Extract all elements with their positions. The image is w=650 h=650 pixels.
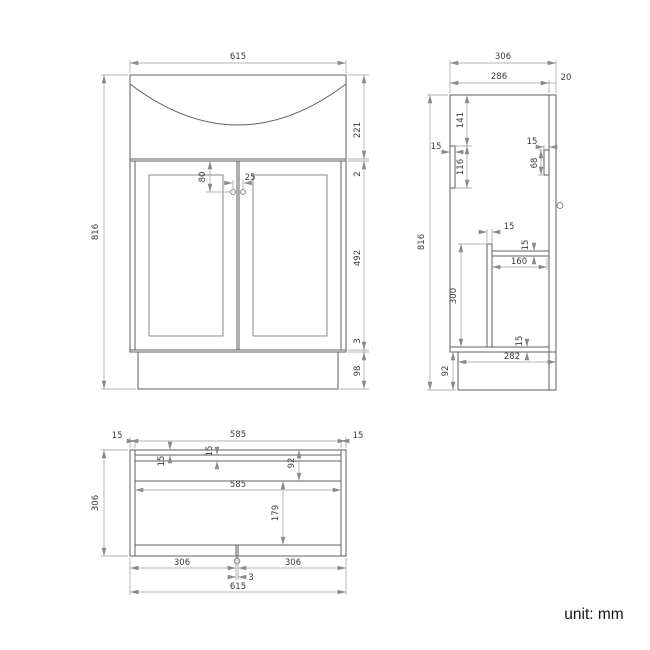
dim-plan-door-gap: 3 bbox=[248, 573, 253, 583]
plan-knob bbox=[233, 557, 241, 565]
dim-side-overall-height: 816 bbox=[417, 234, 427, 250]
dim-side-shelf-depth: 160 bbox=[511, 257, 527, 267]
side-dimension-lines bbox=[427, 60, 558, 391]
dim-side-rail-width: 15 bbox=[431, 142, 442, 152]
right-door-panel bbox=[252, 174, 328, 337]
front-view: 615 816 221 2 492 3 98 80 25 bbox=[91, 52, 369, 390]
dim-side-shelf-thickness: 15 bbox=[521, 240, 531, 251]
unit-label: unit: mm bbox=[564, 606, 623, 623]
dim-front-basin-height: 221 bbox=[353, 122, 363, 138]
front-dimension-lines bbox=[101, 60, 369, 390]
dim-front-handle-spacing: 25 bbox=[245, 173, 256, 183]
side-view: 306 286 20 816 141 15 116 15 68 15 15 16… bbox=[417, 52, 571, 391]
dim-plan-right-side-thickness: 15 bbox=[353, 431, 364, 441]
dim-plan-left-door-width: 306 bbox=[174, 558, 190, 568]
dim-front-handle-offset: 80 bbox=[198, 172, 208, 183]
dim-front-door-height: 492 bbox=[353, 250, 363, 266]
plan-door-gap-lines bbox=[235, 544, 239, 557]
dim-side-panel-thickness: 15 bbox=[504, 222, 515, 232]
dim-plan-rail-thickness: 15 bbox=[205, 446, 215, 457]
side-mid-panel bbox=[486, 243, 493, 348]
left-door-panel bbox=[148, 174, 224, 337]
front-outline bbox=[129, 74, 347, 390]
dim-plan-back-thickness: 15 bbox=[157, 456, 167, 467]
dim-side-panel-height: 300 bbox=[449, 288, 459, 304]
dim-plan-top-inner-width: 585 bbox=[230, 430, 246, 440]
dim-plan-right-door-width: 306 bbox=[285, 558, 301, 568]
dim-front-overall-height: 816 bbox=[91, 224, 101, 240]
side-shelf bbox=[491, 250, 550, 257]
dim-plan-inner-width: 585 bbox=[230, 480, 246, 490]
dim-side-base-depth: 282 bbox=[504, 352, 520, 362]
dim-side-bracket-width: 15 bbox=[527, 137, 538, 147]
dim-side-bottom-thickness: 15 bbox=[515, 336, 525, 347]
dim-plan-counter-depth: 92 bbox=[287, 458, 297, 469]
dim-front-overall-width: 615 bbox=[230, 52, 246, 62]
dim-side-overall-depth: 306 bbox=[495, 52, 511, 62]
plan-dimension-lines bbox=[101, 437, 350, 595]
dim-side-plinth-height: 92 bbox=[441, 366, 451, 377]
dim-side-rail-height: 116 bbox=[456, 159, 466, 175]
dim-plan-overall-depth: 306 bbox=[91, 495, 101, 511]
dim-side-back-offset: 20 bbox=[561, 73, 572, 83]
dim-plan-shelf-depth: 179 bbox=[271, 505, 281, 521]
dim-side-bracket-height: 68 bbox=[530, 158, 540, 169]
dim-front-plinth-height: 98 bbox=[353, 366, 363, 377]
basin-curve bbox=[129, 83, 347, 126]
front-dimension-labels: 615 816 221 2 492 3 98 80 25 bbox=[91, 52, 363, 376]
dim-plan-left-side-thickness: 15 bbox=[112, 431, 123, 441]
left-door-knob bbox=[230, 189, 236, 195]
plan-dimension-labels: 15 585 15 306 15 15 92 585 179 306 3 306… bbox=[91, 430, 363, 592]
right-door-knob bbox=[240, 189, 246, 195]
plan-outer-rect bbox=[129, 449, 347, 557]
dim-front-plinth-gap: 3 bbox=[353, 338, 363, 343]
side-back-bracket bbox=[543, 149, 550, 176]
dim-plan-overall-width: 615 bbox=[230, 582, 246, 592]
dim-front-counter-gap: 2 bbox=[353, 171, 363, 176]
side-front-rail bbox=[449, 145, 456, 189]
side-knob bbox=[556, 202, 564, 209]
plan-view: 15 585 15 306 15 15 92 585 179 306 3 306… bbox=[91, 430, 363, 595]
dim-side-basin-depth: 141 bbox=[456, 112, 466, 128]
dim-side-body-depth: 286 bbox=[491, 72, 507, 82]
plinth-outline bbox=[137, 351, 339, 390]
side-dimension-labels: 306 286 20 816 141 15 116 15 68 15 15 16… bbox=[417, 52, 571, 376]
